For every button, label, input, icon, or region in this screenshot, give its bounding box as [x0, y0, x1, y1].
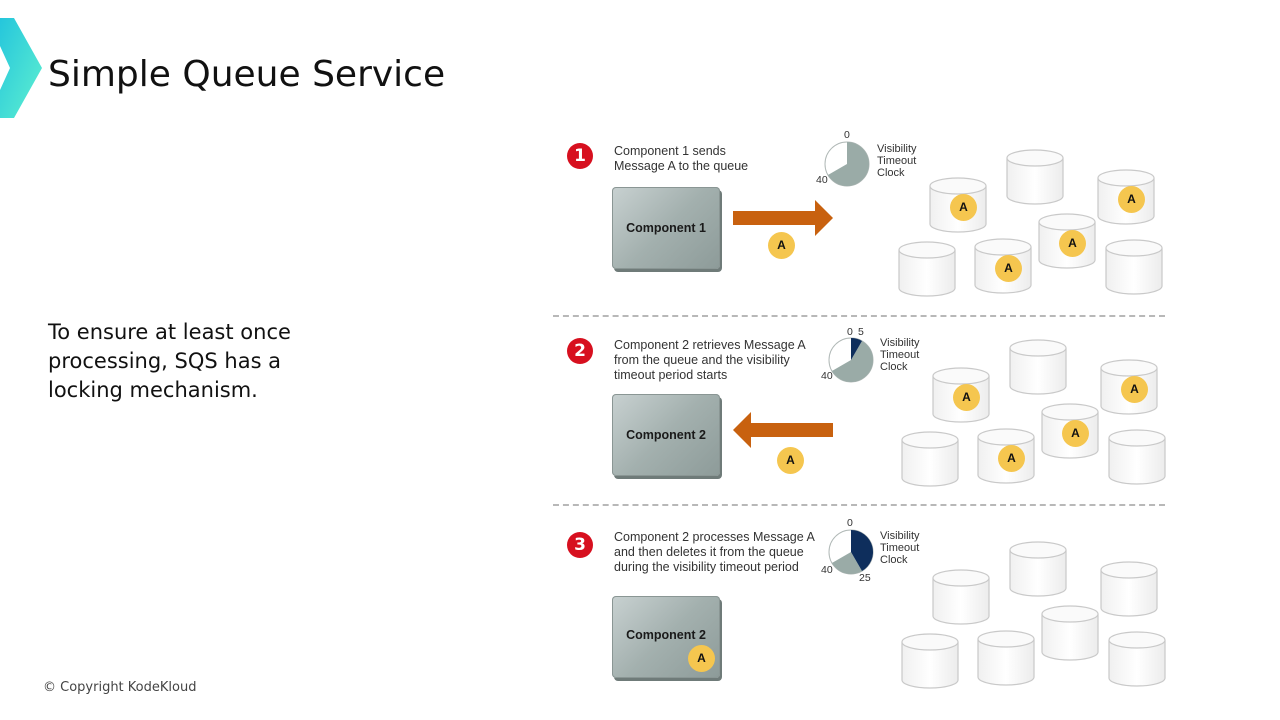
component-box: Component 1: [612, 187, 720, 269]
clock-end-label: 40: [816, 174, 828, 186]
queue-server: A: [1099, 358, 1158, 415]
step-divider: [553, 315, 1165, 317]
message-token: A: [998, 445, 1025, 472]
clock-end-label: 40: [821, 564, 833, 576]
message-token: A: [777, 447, 804, 474]
queue-server: [1107, 428, 1166, 485]
clock-start-label: 0: [847, 517, 853, 529]
message-token: A: [1062, 420, 1089, 447]
step-divider: [553, 504, 1165, 506]
clock-elapsed-label: 5: [858, 326, 864, 338]
clock-start-label: 0: [847, 326, 853, 338]
step-number-badge: 3: [567, 532, 593, 558]
step-number-badge: 1: [567, 143, 593, 169]
clock-caption: Visibility Timeout Clock: [880, 337, 920, 373]
queue-server: A: [976, 427, 1035, 484]
component-label: Component 2: [626, 628, 706, 642]
queue-server: [1104, 238, 1163, 295]
sqs-queue: A A A A: [893, 330, 1173, 490]
step-number-badge: 2: [567, 338, 593, 364]
component-box: Component 2 A: [612, 596, 720, 678]
step-3: 3 Component 2 processes Message A and th…: [550, 508, 1170, 693]
message-token: A: [950, 194, 977, 221]
queue-server: [900, 430, 959, 487]
message-token: A: [1118, 186, 1145, 213]
clock-remaining-slice: [831, 552, 862, 574]
message-token: A: [688, 645, 715, 672]
clock-elapsed-label: 25: [859, 572, 871, 584]
queue-server: [976, 629, 1035, 686]
queue-server: [900, 632, 959, 689]
queue-server: [1005, 148, 1064, 205]
clock-caption: Visibility Timeout Clock: [880, 530, 920, 566]
queue-server: A: [1040, 402, 1099, 459]
queue-server: [931, 568, 990, 625]
message-token: A: [1121, 376, 1148, 403]
queue-server: [1008, 540, 1067, 597]
visibility-timeout-clock: [824, 141, 870, 187]
queue-server: A: [931, 366, 990, 423]
clock-elapsed-slice: [851, 530, 873, 572]
message-token: A: [995, 255, 1022, 282]
clock-start-label: 0: [844, 129, 850, 141]
visibility-timeout-clock: [828, 529, 874, 575]
message-token: A: [1059, 230, 1086, 257]
clock-end-label: 40: [821, 370, 833, 382]
step-2: 2 Component 2 retrieves Message A from t…: [550, 318, 1170, 503]
message-token: A: [768, 232, 795, 259]
component-box: Component 2: [612, 394, 720, 476]
step-description: Component 2 retrieves Message A from the…: [614, 338, 806, 382]
kodekloud-logo-icon: [0, 18, 42, 118]
step-1: 1 Component 1 sends Message A to the que…: [550, 125, 1170, 310]
sqs-visibility-timeout-diagram: 1 Component 1 sends Message A to the que…: [550, 125, 1170, 690]
queue-server: A: [973, 237, 1032, 294]
queue-server: A: [1096, 168, 1155, 225]
sqs-queue: A A A A: [890, 140, 1170, 300]
arrow-right-icon: [733, 200, 833, 236]
queue-server: [1107, 630, 1166, 687]
clock-caption: Visibility Timeout Clock: [877, 143, 917, 179]
body-text: To ensure at least once processing, SQS …: [48, 320, 291, 402]
step-description: Component 2 processes Message A and then…: [614, 530, 815, 574]
visibility-timeout-clock: [828, 337, 874, 383]
clock-remaining-slice: [827, 142, 869, 186]
queue-server: A: [928, 176, 987, 233]
arrow-left-icon: [733, 412, 833, 448]
message-token: A: [953, 384, 980, 411]
clock-elapsed-slice: [851, 338, 862, 360]
clock-remaining-slice: [831, 340, 873, 382]
queue-server: [897, 240, 956, 297]
queue-server: [1099, 560, 1158, 617]
step-description: Component 1 sends Message A to the queue: [614, 144, 749, 173]
queue-server: [1040, 604, 1099, 661]
queue-server: A: [1037, 212, 1096, 269]
slide-title: Simple Queue Service: [48, 54, 446, 95]
queue-server: [1008, 338, 1067, 395]
sqs-queue: [893, 532, 1173, 692]
copyright: © Copyright KodeKloud: [43, 680, 197, 695]
